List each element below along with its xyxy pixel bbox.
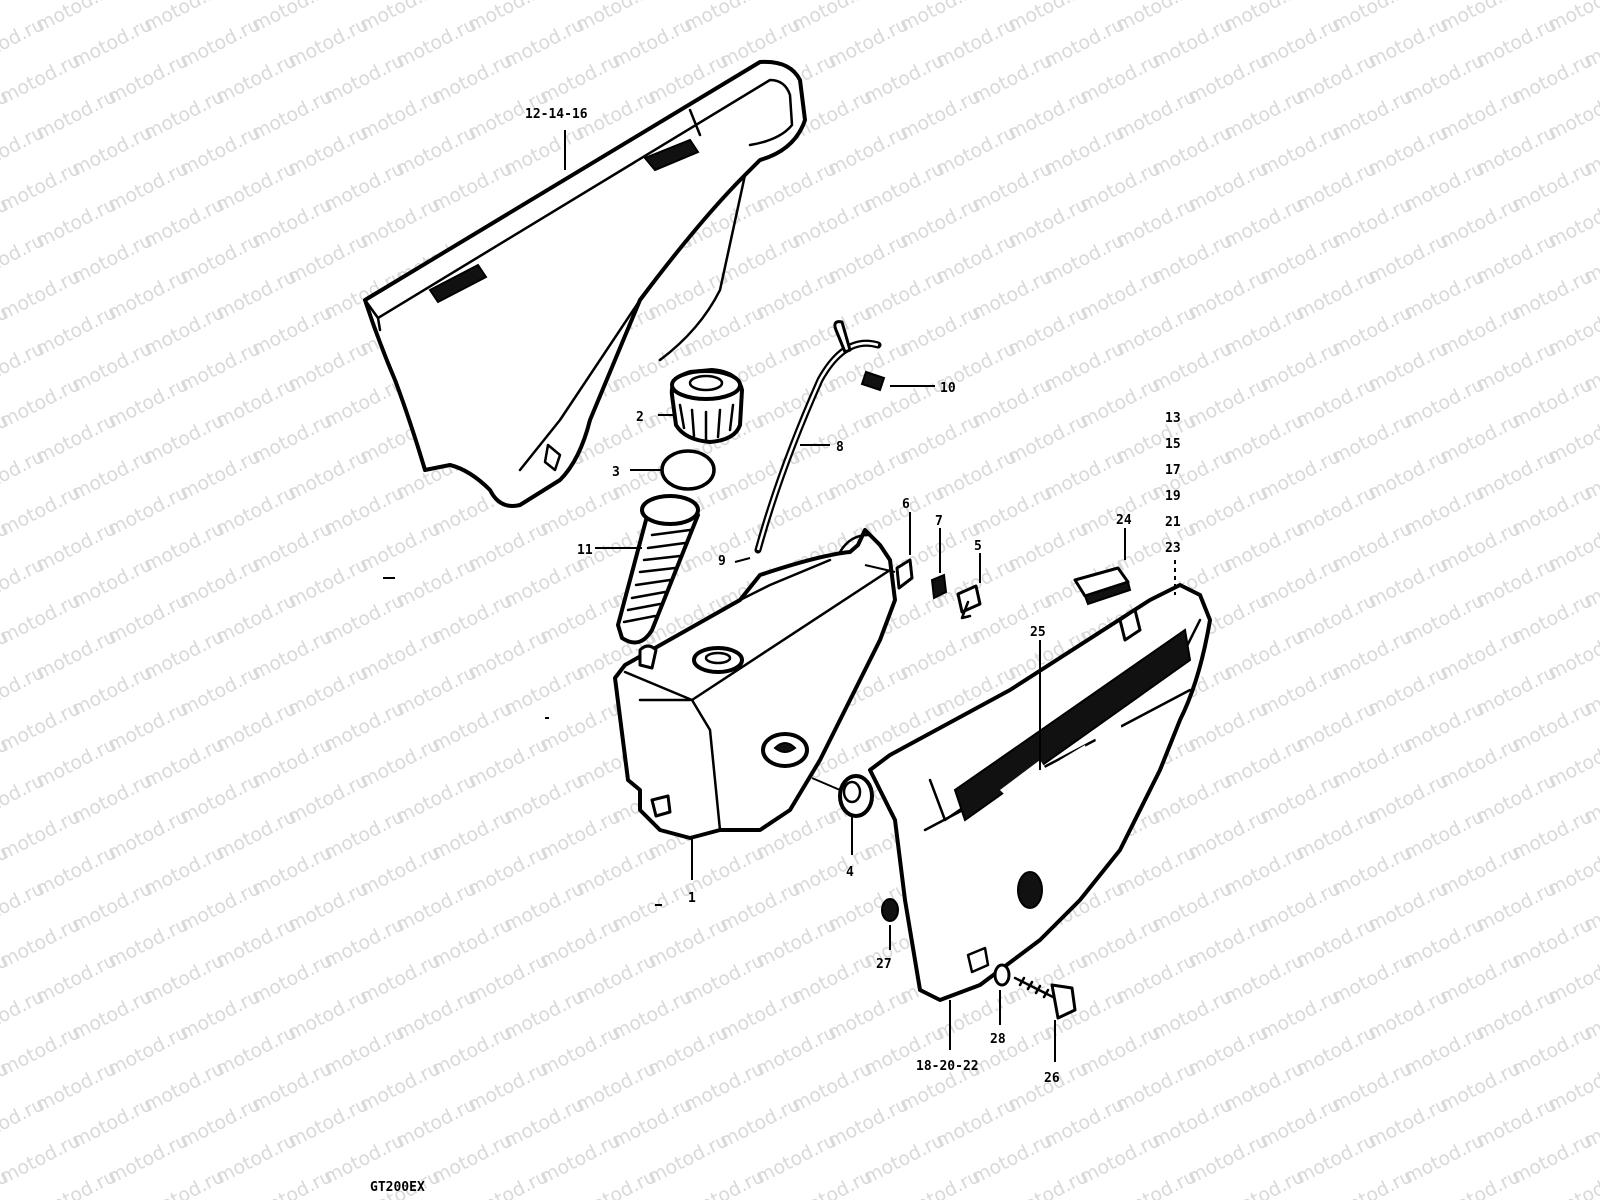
washer-6 bbox=[895, 558, 914, 590]
callout-labels: 12-14-16 2 3 11 9 8 10 1 4 6 7 5 24 25 1… bbox=[370, 107, 1181, 1195]
label-17: 17 bbox=[1165, 463, 1181, 478]
label-7: 7 bbox=[935, 514, 943, 529]
label-24: 24 bbox=[1116, 513, 1132, 528]
label-13: 13 bbox=[1165, 411, 1181, 426]
knob-bolt-26 bbox=[1013, 976, 1077, 1020]
label-9: 9 bbox=[718, 554, 726, 569]
grommet bbox=[838, 774, 874, 818]
tank-cap bbox=[669, 368, 744, 444]
label-8: 8 bbox=[836, 440, 844, 455]
label-15: 15 bbox=[1165, 437, 1181, 452]
label-18-20-22: 18-20-22 bbox=[916, 1059, 979, 1074]
label-2: 2 bbox=[636, 410, 644, 425]
washer-27 bbox=[881, 898, 899, 922]
label-3: 3 bbox=[612, 465, 620, 480]
label-4: 4 bbox=[846, 865, 854, 880]
left-side-cover bbox=[363, 59, 807, 508]
label-21: 21 bbox=[1165, 515, 1181, 530]
label-5: 5 bbox=[974, 539, 982, 554]
label-26: 26 bbox=[1044, 1071, 1060, 1086]
oil-tank bbox=[613, 528, 897, 840]
label-27: 27 bbox=[876, 957, 892, 972]
label-19: 19 bbox=[1165, 489, 1181, 504]
label-1: 1 bbox=[688, 891, 696, 906]
o-ring bbox=[660, 449, 716, 491]
label-11: 11 bbox=[577, 543, 593, 558]
breather-hose bbox=[754, 320, 886, 554]
right-side-cover bbox=[868, 583, 1212, 1002]
label-23: 23 bbox=[1165, 541, 1181, 556]
leader-lines bbox=[383, 130, 1176, 1062]
label-6: 6 bbox=[902, 497, 910, 512]
bracket-24 bbox=[1073, 566, 1132, 606]
bolt-5 bbox=[956, 584, 982, 620]
label-28: 28 bbox=[990, 1032, 1006, 1047]
label-25: 25 bbox=[1030, 625, 1046, 640]
label-12-14-16: 12-14-16 bbox=[525, 107, 588, 122]
washer-28 bbox=[993, 963, 1011, 987]
diagram-code: GT200EX bbox=[370, 1180, 425, 1195]
label-10: 10 bbox=[940, 381, 956, 396]
filler-neck bbox=[616, 494, 700, 645]
nut-7 bbox=[930, 573, 948, 600]
